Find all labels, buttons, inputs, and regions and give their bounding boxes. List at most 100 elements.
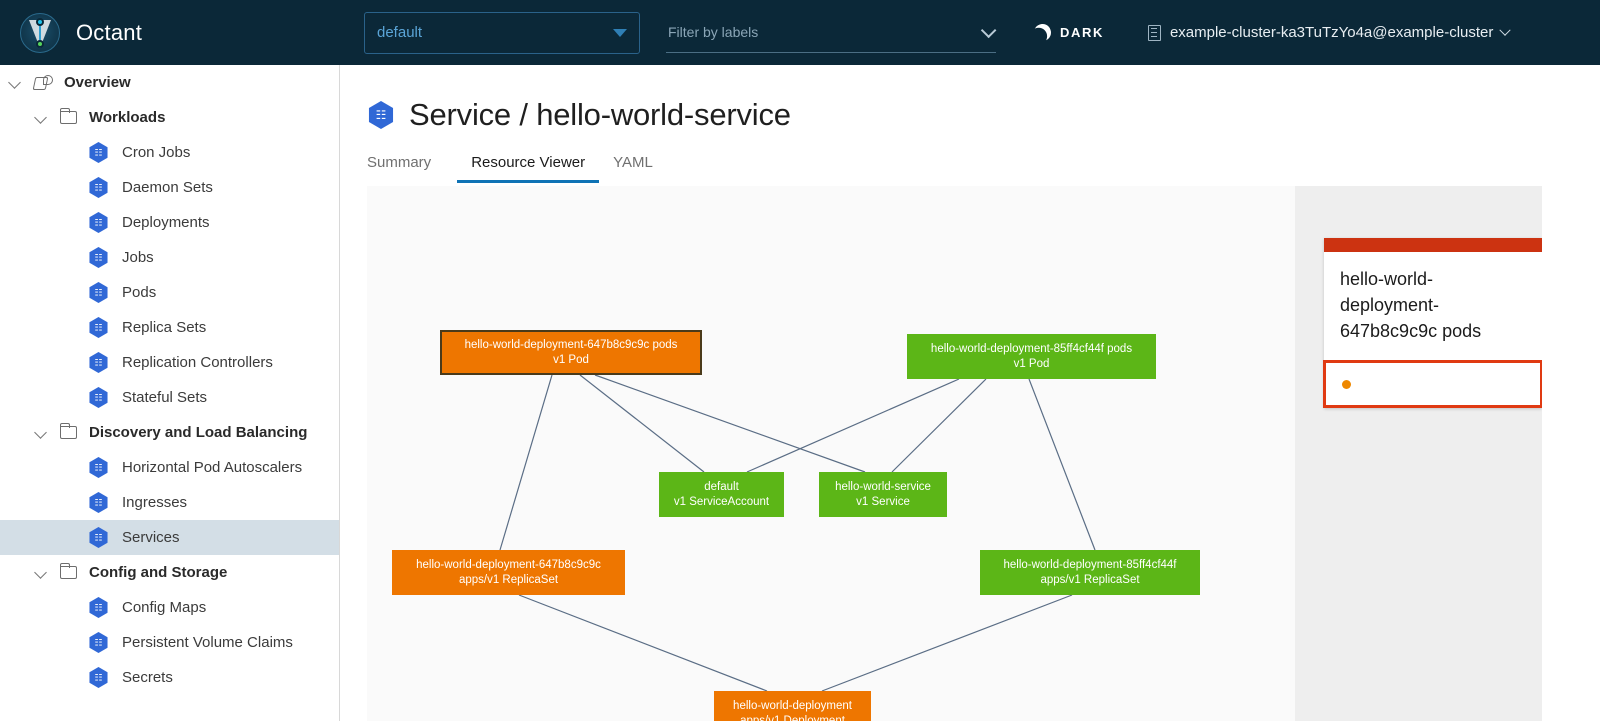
k8s-pvc-icon: ☷: [89, 632, 108, 653]
graph-edge: [891, 378, 987, 473]
chevron-down-icon[interactable]: [10, 77, 22, 89]
graph-edge: [821, 594, 1073, 692]
k8s-deployment-icon: ☷: [89, 212, 108, 233]
graph-node-service-hello-world[interactable]: hello-world-service v1 Service: [819, 472, 947, 517]
sidebar-item-cron-jobs[interactable]: ☷Cron Jobs: [0, 135, 339, 170]
sidebar-item-daemon-sets[interactable]: ☷ Daemon Sets: [0, 170, 339, 205]
folder-icon: [59, 422, 77, 439]
sidebar-item-config-and-storage[interactable]: Config and Storage: [0, 555, 339, 590]
tab-summary[interactable]: Summary: [367, 154, 432, 171]
chevron-down-icon[interactable]: [980, 22, 997, 38]
sidebar-item-label: Services: [122, 529, 180, 546]
graph-node-name: default: [704, 481, 739, 493]
sidebar-item-jobs[interactable]: ☷ Jobs: [0, 240, 339, 275]
label-filter-input[interactable]: Filter by labels: [666, 13, 997, 53]
warning-status-dot: [1342, 379, 1351, 389]
graph-node-kind: v1 Pod: [1013, 357, 1050, 370]
k8s-secret-icon: ☷: [89, 667, 108, 688]
graph-node-name: hello-world-deployment-647b8c9c9c pods: [464, 339, 678, 351]
dark-mode-toggle[interactable]: DARK: [1034, 24, 1104, 41]
sidebar-item-secrets[interactable]: ☷ Secrets: [0, 660, 339, 695]
k8s-glyph: ☷: [94, 217, 103, 227]
namespace-select[interactable]: default: [364, 11, 640, 54]
k8s-ingress-icon: ☷: [89, 492, 108, 513]
namespace-select-value: default: [377, 24, 423, 41]
card-title: hello-world-deployment-647b8c9c9c pods: [1340, 269, 1482, 341]
sidebar-item-persistent-volume-claims[interactable]: ☷ Persistent Volume Claims: [0, 625, 339, 660]
k8s-glyph: ☷: [94, 147, 103, 157]
k8s-glyph: ☷: [94, 637, 103, 647]
sidebar-item-label: Config and Storage: [89, 564, 228, 581]
top-header: Octant default Filter by labels DARK exa…: [0, 0, 1600, 65]
k8s-glyph: ☷: [94, 182, 103, 192]
k8s-glyph: ☷: [94, 252, 103, 262]
sidebar-item-label: Persistent Volume Claims: [122, 634, 293, 651]
card-accent-bar: [1324, 238, 1542, 252]
graph-node-kind: v1 Pod: [553, 353, 589, 366]
sidebar-item-discovery-and-load-balancing[interactable]: Discovery and Load Balancing: [0, 415, 339, 450]
sidebar-item-horizontal-pod-autoscalers[interactable]: ☷Horizontal Pod Autoscalers: [0, 450, 339, 485]
chevron-down-icon[interactable]: [36, 427, 48, 439]
label-filter-placeholder: Filter by labels: [668, 24, 759, 40]
brand[interactable]: Octant: [0, 0, 345, 65]
k8s-statefulset-icon: ☷: [89, 387, 108, 408]
sidebar-item-label: Secrets: [122, 669, 173, 686]
sidebar-item-config-maps[interactable]: ☷Config Maps: [0, 590, 339, 625]
cluster-selector[interactable]: example-cluster-ka3TuTzYo4a@example-clus…: [1147, 24, 1512, 41]
tab-yaml[interactable]: YAML: [613, 154, 653, 171]
sidebar-item-services[interactable]: ☷ Services: [0, 520, 339, 555]
sidebar-item-workloads[interactable]: Workloads: [0, 100, 339, 135]
caret-down-icon: [613, 28, 627, 37]
sidebar-item-stateful-sets[interactable]: ☷Stateful Sets: [0, 380, 339, 415]
page-title-text: Service / hello-world-service: [409, 97, 791, 132]
graph-edges: [499, 374, 1096, 692]
sidebar-item-label: Daemon Sets: [122, 179, 213, 196]
sidebar-item-deployments[interactable]: ☷ Deployments: [0, 205, 339, 240]
server-icon: [1147, 24, 1161, 41]
detail-panel: hello-world-deployment-647b8c9c9c pods: [1295, 186, 1542, 721]
graph-node-pod-647[interactable]: hello-world-deployment-647b8c9c9c pods v1…: [440, 330, 702, 375]
sidebar-item-label: Deployments: [122, 214, 210, 231]
k8s-pod-icon: ☷: [89, 282, 108, 303]
octant-lighthouse-logo: [20, 12, 60, 53]
selected-node-card[interactable]: hello-world-deployment-647b8c9c9c pods: [1323, 238, 1542, 408]
k8s-glyph: ☷: [94, 322, 103, 332]
k8s-service-icon: ☷: [89, 527, 108, 548]
sidebar-item-replica-sets[interactable]: ☷Replica Sets: [0, 310, 339, 345]
main-content: ☷ Service / hello-world-service Summary R…: [341, 65, 1600, 721]
graph-node-kind: v1 Service: [856, 495, 910, 508]
sidebar-item-label: Workloads: [89, 109, 166, 126]
k8s-glyph: ☷: [94, 672, 103, 682]
graph-node-kind: v1 ServiceAccount: [673, 495, 770, 508]
graph-node-serviceaccount-default[interactable]: default v1 ServiceAccount: [659, 472, 784, 517]
tab-resource-viewer[interactable]: Resource Viewer: [457, 154, 600, 183]
k8s-service-icon: ☷: [368, 101, 394, 129]
sidebar-item-pods[interactable]: ☷Pods: [0, 275, 339, 310]
sidebar-item-ingresses[interactable]: ☷Ingresses: [0, 485, 339, 520]
graph-edge: [499, 374, 553, 551]
chevron-down-icon[interactable]: [36, 567, 48, 579]
resource-graph[interactable]: hello-world-deployment-647b8c9c9c pods v1…: [367, 186, 1295, 721]
logo-beam-core: [39, 20, 41, 48]
chevron-down-icon: [1499, 24, 1512, 36]
graph-edge: [518, 594, 768, 692]
graph-node-name: hello-world-deployment-647b8c9c9c: [416, 559, 601, 571]
sidebar-item-replication-controllers[interactable]: ☷Replication Controllers: [0, 345, 339, 380]
graph-edge: [579, 374, 705, 473]
k8s-glyph: ☷: [94, 602, 103, 612]
sidebar-item-label: Discovery and Load Balancing: [89, 424, 308, 441]
card-status-row[interactable]: [1323, 360, 1542, 408]
dark-mode-label: DARK: [1060, 25, 1104, 40]
k8s-glyph: ☷: [94, 392, 103, 402]
sidebar-item-label: Jobs: [122, 249, 154, 266]
k8s-glyph: ☷: [94, 287, 103, 297]
chevron-down-icon[interactable]: [36, 112, 48, 124]
k8s-configmap-icon: ☷: [89, 597, 108, 618]
sidebar-item-overview[interactable]: Overview: [0, 65, 339, 100]
overview-icon: [34, 75, 53, 90]
graph-node-name: hello-world-service: [835, 481, 931, 493]
